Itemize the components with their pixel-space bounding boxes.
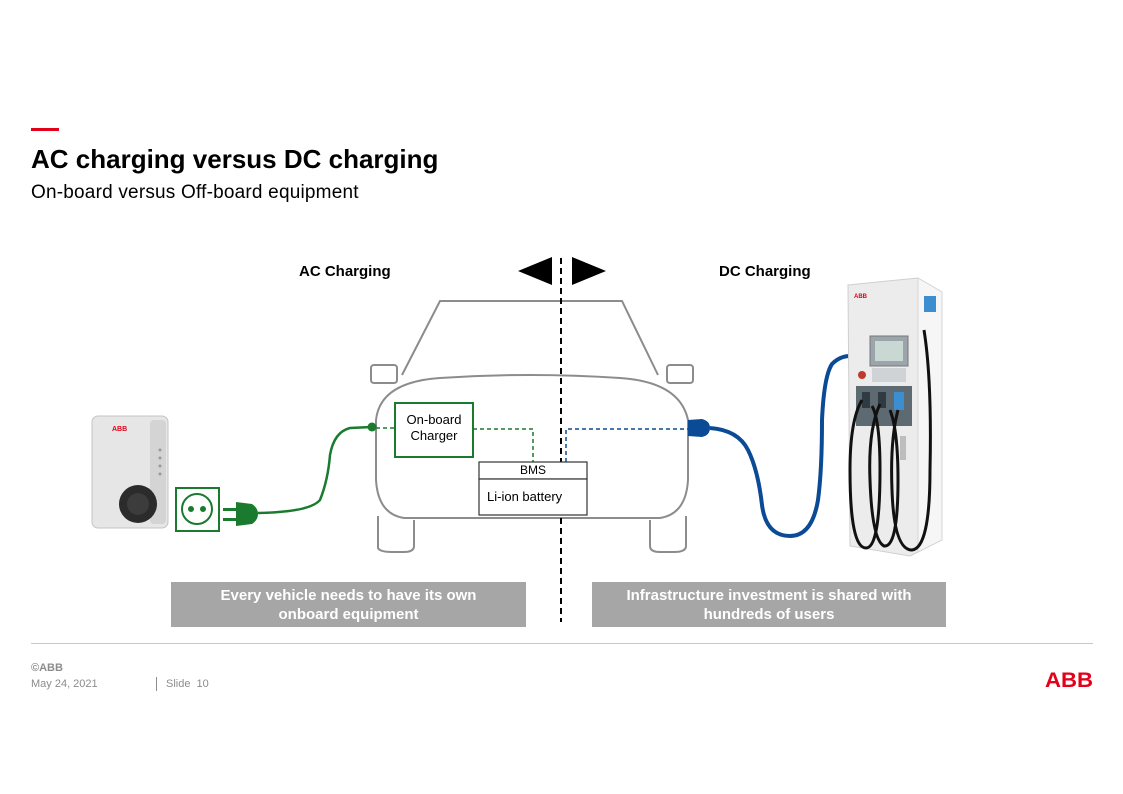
battery-label: Li-ion battery — [487, 489, 563, 504]
ac-note-line1: Every vehicle needs to have its own — [220, 586, 477, 604]
station-brand-logo: ABB — [854, 294, 868, 300]
ac-plug-icon — [223, 502, 258, 526]
ac-note-box: Every vehicle needs to have its own onbo… — [171, 582, 526, 627]
ac-cable — [257, 425, 373, 515]
left-arrow-icon — [518, 257, 552, 285]
page-title: AC charging versus DC charging — [31, 144, 439, 174]
socket-icon — [175, 487, 220, 532]
dc-plug-icon — [688, 419, 710, 437]
battery-box — [478, 478, 588, 516]
car-outline — [370, 300, 694, 553]
abb-logo-text: ABB — [1045, 669, 1093, 690]
dc-charging-station: ABB — [847, 277, 943, 557]
slide-number: 10 — [196, 678, 209, 690]
onboard-charger-line1: On-board — [406, 412, 462, 427]
page-subtitle: On-board versus Off-board equipment — [31, 182, 359, 203]
dc-note-line1: Infrastructure investment is shared with — [626, 586, 912, 604]
slide-number-label: Slide 10 — [166, 678, 209, 690]
copyright: ©ABB — [31, 662, 63, 674]
title-accent-bar — [31, 128, 59, 131]
footer-divider — [31, 643, 1093, 644]
onboard-charger-line2: Charger — [410, 428, 458, 443]
slide-label: Slide — [166, 678, 191, 690]
right-arrow-icon — [572, 257, 606, 285]
onboard-charger-box — [394, 402, 474, 458]
ac-wallbox: ABB — [91, 415, 169, 529]
wallbox-brand-logo: ABB — [112, 426, 127, 433]
ac-inlet-icon — [367, 422, 377, 432]
dc-note-line2: hundreds of users — [703, 605, 835, 623]
footer-separator — [156, 677, 157, 691]
dc-charging-label: DC Charging — [719, 263, 811, 280]
ac-note-line2: onboard equipment — [278, 605, 419, 623]
dc-note-box: Infrastructure investment is shared with… — [592, 582, 946, 627]
onboard-charger-label: On-board Charger — [395, 412, 473, 444]
footer-date: May 24, 2021 — [31, 678, 98, 690]
dc-cable — [709, 354, 851, 539]
bms-label: BMS — [519, 463, 546, 477]
ac-charging-label: AC Charging — [299, 263, 391, 280]
abb-logo: ABB — [1045, 669, 1093, 690]
